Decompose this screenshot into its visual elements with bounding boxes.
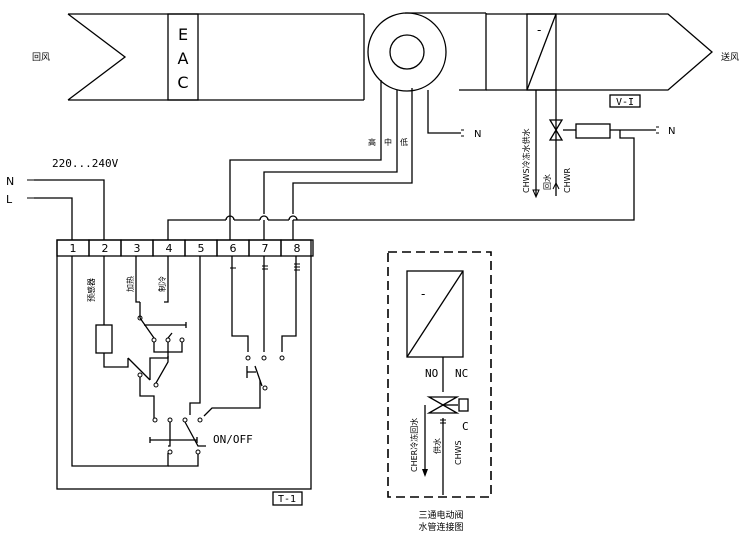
fan-neutral-wire: N (427, 90, 481, 140)
power-wires (27, 179, 105, 240)
valve-neutral-label: N (668, 126, 675, 137)
supply-air-label: 送风 (721, 51, 739, 63)
fan-speed-low-label: 低 (400, 137, 408, 147)
terminal-number: 4 (166, 242, 173, 255)
chws-supply-label: CHWS冷冻水供水 (521, 128, 531, 193)
thermostat-tag: T-1 (272, 491, 303, 506)
terminal-4: 4 (152, 239, 186, 257)
terminal-2: 2 (88, 239, 122, 257)
power-n-label: N (6, 175, 14, 188)
fan-speed-high-label: 高 (368, 137, 376, 147)
caption-line-1: 三通电动阀 (418, 509, 463, 521)
valve-c-label: C (462, 420, 469, 433)
valve-control-wire (293, 130, 635, 221)
detail-valve (422, 357, 469, 495)
chwr-label: CHWR (563, 167, 572, 193)
return-air-duct (67, 13, 364, 101)
supply-voltage-label: 220...240V (52, 157, 119, 170)
coil-water-pipes (532, 90, 560, 199)
valve-nc-label: NC (455, 367, 468, 380)
three-way-valve: N (548, 119, 675, 141)
valve-no-label: NO (425, 367, 438, 380)
chwr-return-label: CHER冷冻回水 (409, 418, 419, 472)
terminal-number: 2 (102, 242, 109, 255)
terminal-bus-wires (167, 215, 298, 240)
caption-line-2: 水管连接图 (418, 521, 463, 533)
return-water-label: 回水 (542, 174, 552, 190)
thermostat-outline (56, 239, 312, 490)
terminal-number: 1 (70, 242, 77, 255)
cooling-coil: - (526, 13, 557, 91)
detail-coil-mark: - (421, 287, 425, 301)
terminal-1: 1 (56, 239, 90, 257)
svg-text:V-I: V-I (616, 97, 634, 108)
fan-speed-mid-label: 中 (384, 137, 392, 147)
terminal-strip: 1 2 3 4 5 6 7 8 (56, 239, 314, 257)
return-air-label: 回风 (32, 52, 50, 63)
terminal-number: 3 (134, 242, 141, 255)
valve-detail-frame (387, 251, 492, 498)
terminal-5: 5 (184, 239, 218, 257)
fan-speed-wires (229, 80, 413, 240)
terminal-8: 8 (280, 239, 314, 257)
terminal-number: 5 (198, 242, 205, 255)
eac-filter: E A C (167, 13, 199, 101)
thermostat-internal-wiring (71, 256, 300, 467)
on-off-label: ON/OFF (213, 433, 253, 446)
eac-letter-c: C (177, 73, 188, 92)
cooling-label: 制冷 (157, 276, 167, 292)
coil-tag: V-I (609, 94, 641, 108)
power-l-label: L (6, 193, 13, 206)
detail-coil: - (406, 270, 464, 358)
coil-mark: - (537, 23, 541, 37)
terminal-number: 7 (262, 242, 269, 255)
heating-label: 加热 (125, 276, 135, 292)
fan-neutral-label: N (474, 129, 481, 140)
svg-text:T-1: T-1 (278, 494, 296, 505)
fan-unit (363, 12, 487, 100)
eac-letter-e: E (178, 25, 188, 44)
terminal-3: 3 (120, 239, 154, 257)
terminal-number: 6 (230, 242, 237, 255)
terminal-6: 6 (216, 239, 250, 257)
supply-water-label: 供水 (432, 438, 442, 454)
eac-letter-a: A (178, 49, 189, 68)
terminal-number: 8 (294, 242, 301, 255)
terminal-7: 7 (248, 239, 282, 257)
chws-label: CHWS (454, 440, 463, 465)
sensor-label: 预感器 (86, 278, 96, 302)
supply-air-duct (486, 13, 713, 91)
